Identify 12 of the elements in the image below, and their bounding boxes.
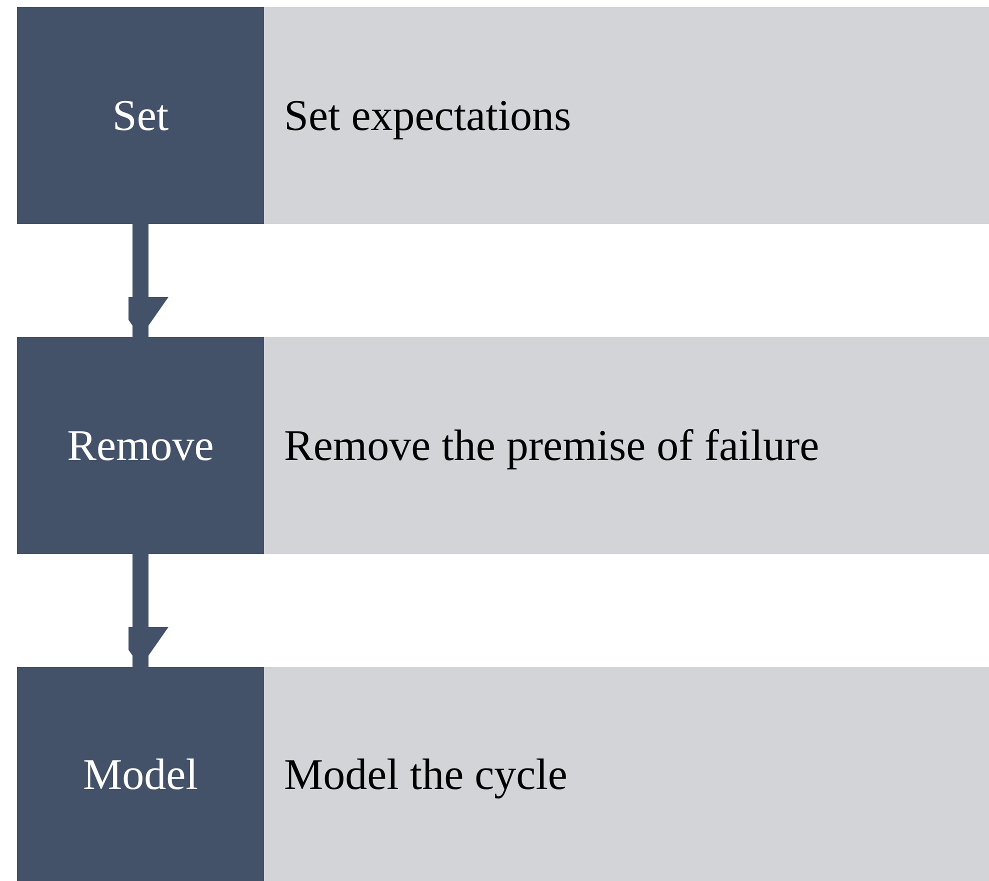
- description-box: [264, 337, 989, 554]
- step-box: [17, 337, 264, 554]
- step-description: Remove the premise of failure: [284, 420, 820, 472]
- step-description: Model the cycle: [284, 748, 568, 800]
- step-description: Set expectations: [284, 90, 572, 142]
- description-box: [264, 7, 989, 224]
- step-label: Model: [83, 748, 198, 800]
- step-label: Set: [112, 90, 169, 142]
- description-box: [264, 667, 989, 881]
- step-box: [17, 667, 264, 881]
- step-label: Remove: [67, 420, 214, 472]
- step-box: [17, 7, 264, 224]
